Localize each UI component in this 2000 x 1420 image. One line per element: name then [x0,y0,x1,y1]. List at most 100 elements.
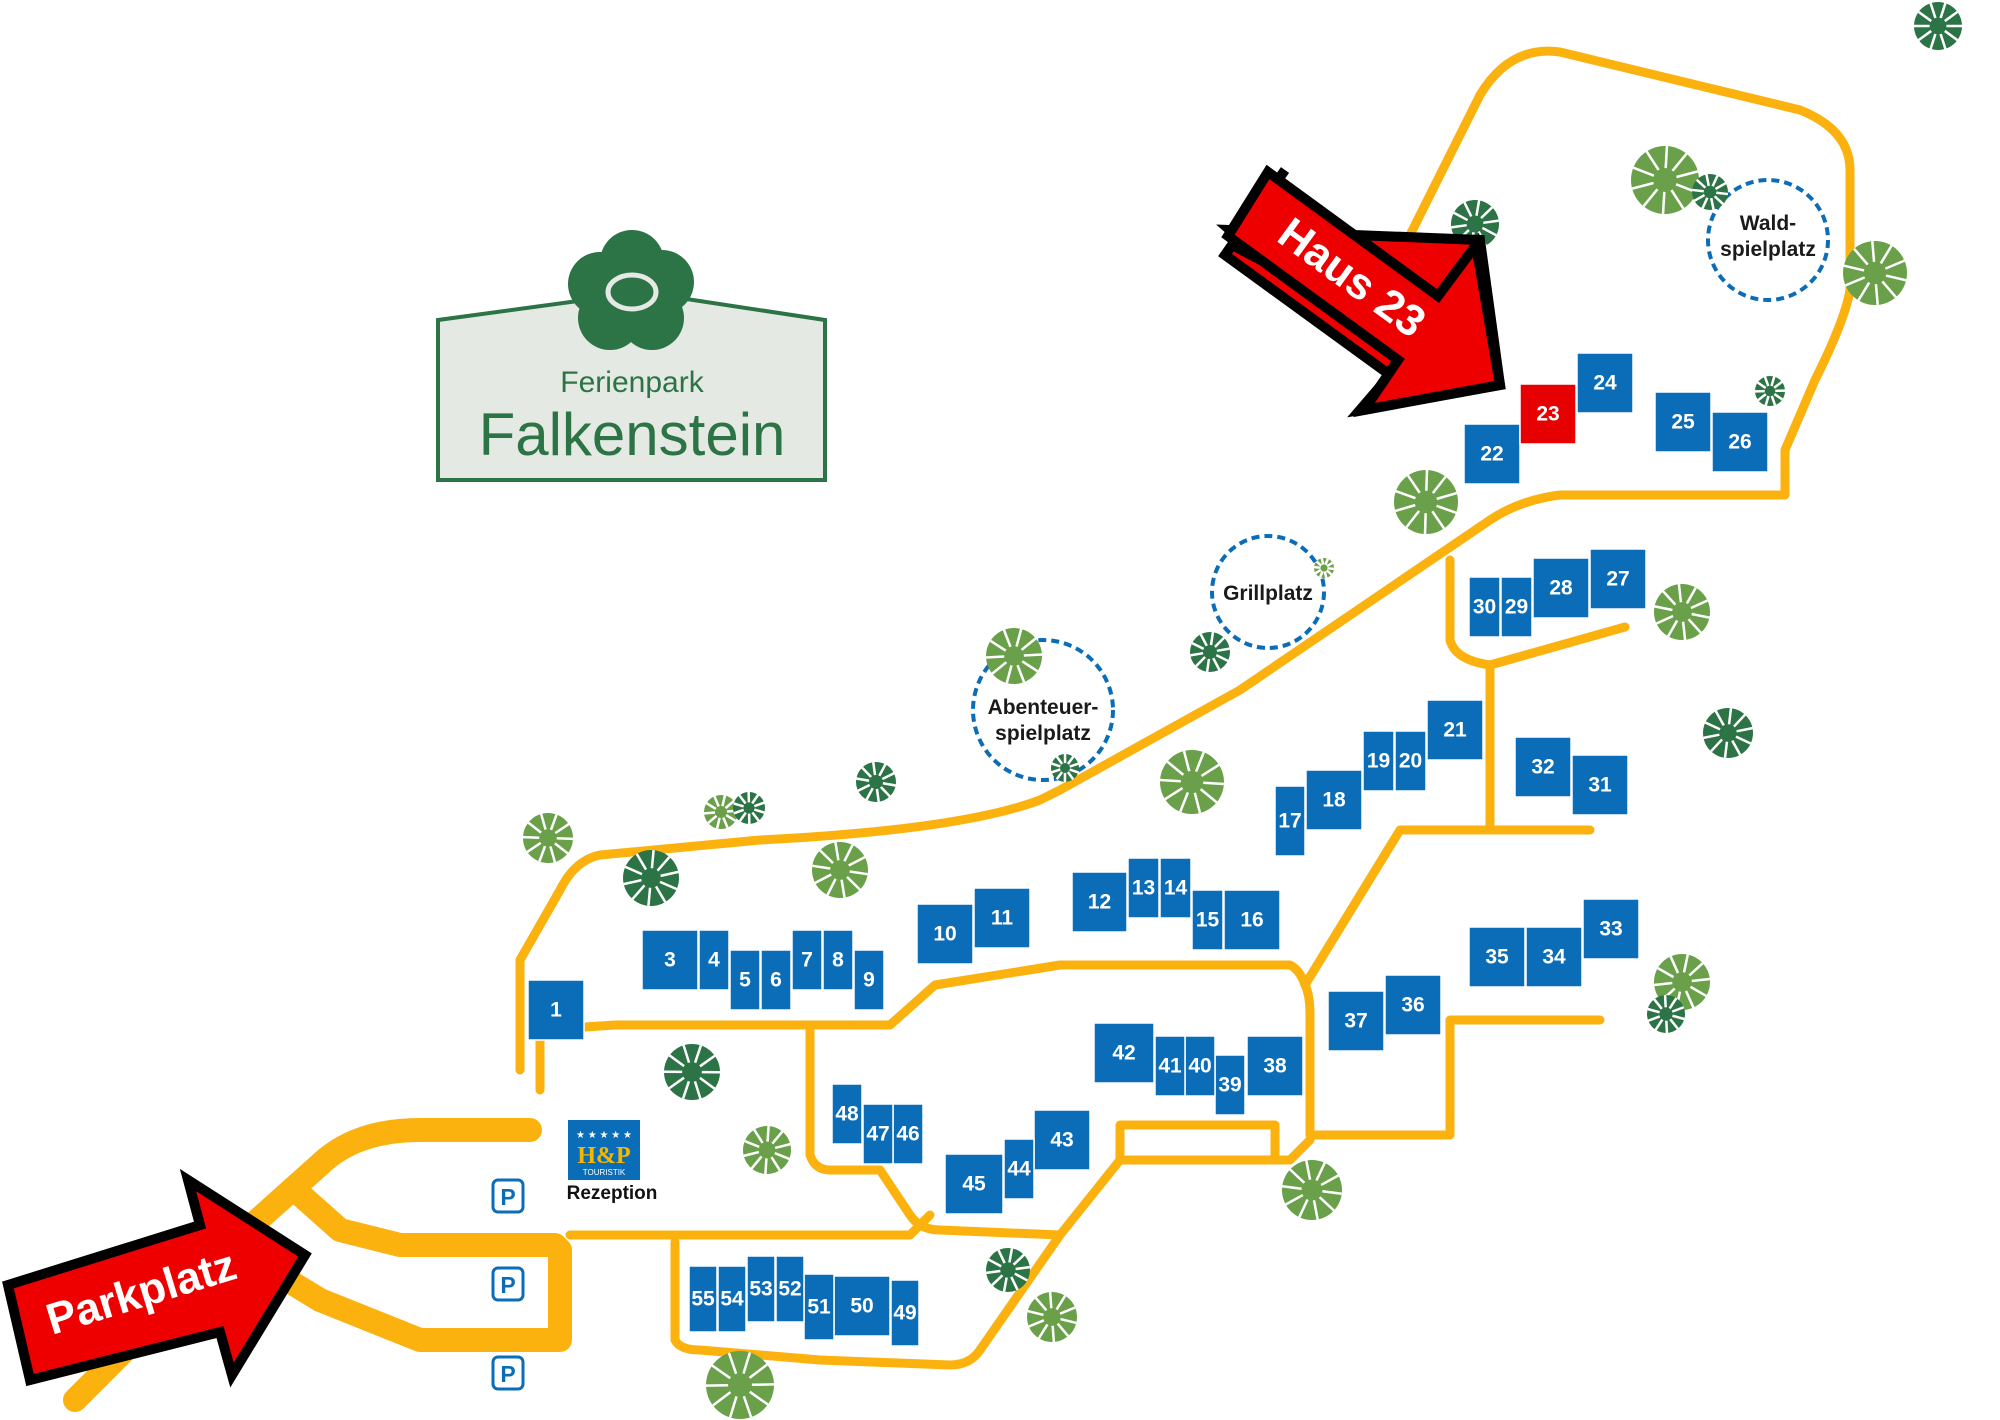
house-26[interactable]: 26 [1711,411,1769,473]
house-41[interactable]: 41 [1154,1035,1186,1097]
tree-icon [1691,174,1729,210]
house-23[interactable]: 23 [1519,383,1577,445]
house-40[interactable]: 40 [1184,1035,1216,1097]
house-block [1514,736,1572,798]
house-block [698,929,730,991]
tree-icon [1754,376,1786,406]
house-block [775,1255,805,1323]
parking-sign-3: P [491,1355,525,1391]
house-6[interactable]: 6 [760,949,792,1011]
house-31[interactable]: 31 [1571,754,1629,816]
house-28[interactable]: 28 [1532,557,1590,619]
house-block [1093,1022,1155,1084]
house-block [1532,557,1590,619]
house-14[interactable]: 14 [1159,857,1192,919]
house-number: 23 [1536,403,1559,426]
poi-waldspielplatz[interactable]: Wald- spielplatz [1706,178,1830,302]
tree-icon [986,1248,1030,1292]
house-22[interactable]: 22 [1463,423,1521,485]
house-54[interactable]: 54 [717,1265,747,1333]
arrow-haus-body [1221,164,1506,418]
house-43[interactable]: 43 [1033,1109,1091,1171]
house-block [1003,1138,1035,1200]
poi-abenteuer-line2: spielplatz [995,722,1091,745]
house-39[interactable]: 39 [1214,1054,1246,1116]
house-42[interactable]: 42 [1093,1022,1155,1084]
house-19[interactable]: 19 [1362,730,1395,792]
house-number: 32 [1531,756,1554,779]
house-53[interactable]: 53 [746,1255,776,1323]
house-10[interactable]: 10 [916,903,974,965]
tree-icon [985,628,1043,684]
house-number: 1 [550,999,562,1022]
house-37[interactable]: 37 [1327,990,1385,1052]
house-11[interactable]: 11 [973,887,1031,949]
house-block [890,1279,920,1347]
road-upper-loop [515,46,1855,1075]
flower-icon [568,230,694,350]
house-3[interactable]: 3 [641,929,699,991]
house-number: 53 [749,1278,772,1301]
poi-abenteuerspielplatz[interactable]: Abenteuer- spielplatz [971,638,1115,782]
road-lower-loop [805,1025,1315,1240]
house-50[interactable]: 50 [833,1275,891,1337]
house-block [1071,871,1128,933]
house-13[interactable]: 13 [1127,857,1160,919]
house-34[interactable]: 34 [1525,926,1583,988]
house-55[interactable]: 55 [688,1265,718,1333]
house-number: 30 [1473,596,1496,619]
tree-icon [703,795,739,829]
house-15[interactable]: 15 [1191,889,1224,951]
house-block [916,903,974,965]
house-block [1519,383,1577,445]
house-block [641,929,699,991]
house-number: 51 [807,1296,831,1319]
house-29[interactable]: 29 [1500,576,1533,638]
house-1[interactable]: 1 [527,979,585,1041]
poi-grillplatz[interactable]: Grillplatz [1210,534,1326,650]
house-51[interactable]: 51 [803,1273,835,1341]
house-number: 15 [1196,909,1220,932]
tree-icon [1843,241,1907,305]
tree-icon [812,842,868,898]
house-4[interactable]: 4 [698,929,730,991]
house-32[interactable]: 32 [1514,736,1572,798]
house-12[interactable]: 12 [1071,871,1128,933]
house-44[interactable]: 44 [1003,1138,1035,1200]
house-24[interactable]: 24 [1576,352,1634,414]
house-46[interactable]: 46 [892,1103,924,1165]
house-30[interactable]: 30 [1468,576,1501,638]
house-33[interactable]: 33 [1582,898,1640,960]
house-9[interactable]: 9 [853,949,885,1011]
house-25[interactable]: 25 [1654,391,1712,453]
house-block [1154,1035,1186,1097]
house-21[interactable]: 21 [1426,699,1484,761]
house-16[interactable]: 16 [1223,889,1281,951]
house-18[interactable]: 18 [1305,769,1363,831]
house-17[interactable]: 17 [1274,785,1306,857]
house-27[interactable]: 27 [1589,548,1647,610]
house-number: 3 [664,949,676,972]
house-number: 14 [1164,877,1188,900]
house-number: 48 [835,1103,859,1126]
house-45[interactable]: 45 [944,1153,1004,1215]
house-8[interactable]: 8 [822,929,854,991]
house-48[interactable]: 48 [831,1083,863,1145]
parking-sign-1: P [491,1178,525,1214]
reception[interactable]: ★ ★ ★ ★ ★ H&P TOURISTIK Rezeption [567,1120,658,1204]
house-49[interactable]: 49 [890,1279,920,1347]
house-52[interactable]: 52 [775,1255,805,1323]
house-36[interactable]: 36 [1384,974,1442,1036]
house-47[interactable]: 47 [862,1103,894,1165]
house-number: 52 [778,1278,801,1301]
house-block [833,1275,891,1337]
house-block [1214,1054,1246,1116]
house-35[interactable]: 35 [1468,926,1526,988]
house-number: 20 [1399,750,1422,773]
house-5[interactable]: 5 [729,949,761,1011]
house-block [1033,1109,1091,1171]
house-38[interactable]: 38 [1246,1035,1304,1097]
house-7[interactable]: 7 [791,929,823,991]
house-20[interactable]: 20 [1394,730,1427,792]
